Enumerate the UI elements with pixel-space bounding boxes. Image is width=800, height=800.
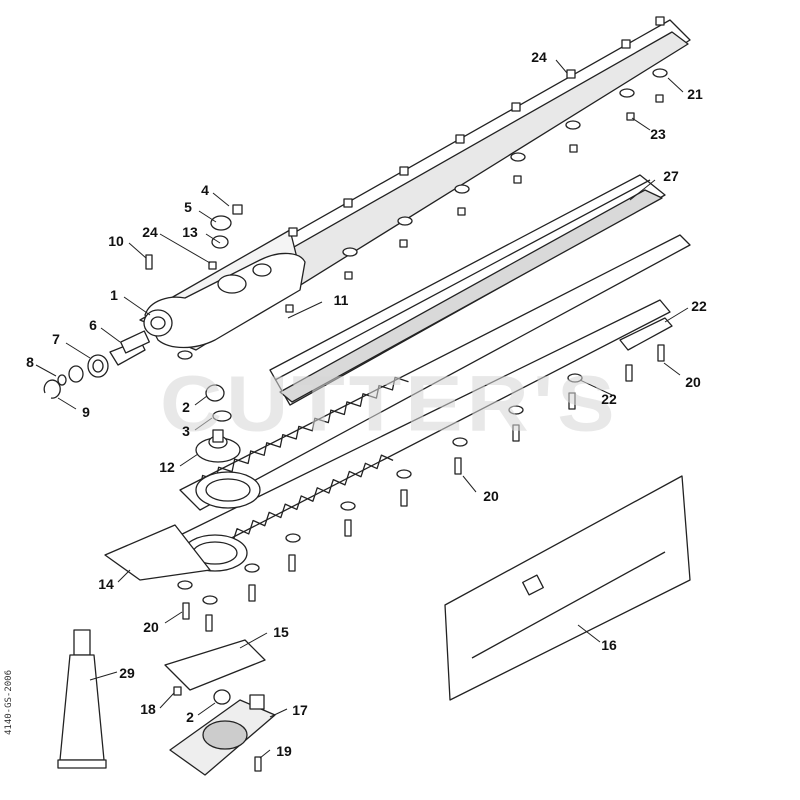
cap	[210, 215, 232, 231]
callout-2-lower: 2	[186, 709, 194, 725]
callout-10: 10	[108, 233, 124, 249]
callout-22-mid: 22	[601, 391, 617, 407]
ball-bearing	[57, 354, 109, 386]
callout-17: 17	[292, 702, 308, 718]
callout-5: 5	[184, 199, 192, 215]
callout-12: 12	[159, 459, 175, 475]
callout-15: 15	[273, 624, 289, 640]
cutter-blade-upper	[179, 234, 691, 511]
callout-20-mid: 20	[483, 488, 499, 504]
bearing-top	[211, 235, 229, 249]
callout-20-left: 20	[143, 619, 159, 635]
callout-19: 19	[276, 743, 292, 759]
callout-7: 7	[52, 331, 60, 347]
callout-13: 13	[182, 224, 198, 240]
callout-9: 9	[82, 404, 90, 420]
grease-tube	[57, 629, 107, 769]
side-code: 4140-GS-2006	[4, 669, 14, 735]
callout-23: 23	[650, 126, 666, 142]
gasket	[164, 639, 266, 691]
bearing-upper	[205, 384, 225, 402]
callout-16: 16	[601, 637, 617, 653]
washers	[177, 68, 668, 605]
gear-housing	[143, 252, 306, 349]
callout-14: 14	[98, 576, 114, 592]
crank-gear	[195, 429, 241, 463]
callout-8: 8	[26, 354, 34, 370]
callout-3: 3	[182, 423, 190, 439]
callout-4: 4	[201, 182, 209, 198]
callout-11: 11	[333, 292, 349, 308]
callout-27: 27	[663, 168, 679, 184]
bearing-lower	[213, 689, 231, 705]
callout-29: 29	[119, 665, 135, 681]
guard-rail	[269, 174, 666, 406]
clamp-plate	[619, 317, 673, 351]
callout-1: 1	[110, 287, 118, 303]
callout-2-upper: 2	[182, 399, 190, 415]
callout-20-right: 20	[685, 374, 701, 390]
callout-6: 6	[89, 317, 97, 333]
circlip	[43, 379, 61, 399]
callout-24-left: 24	[142, 224, 158, 240]
bolts	[145, 254, 665, 772]
nuts	[173, 16, 665, 696]
input-shaft	[109, 330, 150, 366]
callout-24-top: 24	[531, 49, 547, 65]
callout-18: 18	[140, 701, 156, 717]
leader-lines	[35, 59, 689, 759]
blade-sheath	[444, 475, 691, 701]
watermark-text: CUTTER'S	[160, 359, 619, 449]
callout-22-right: 22	[691, 298, 707, 314]
callout-21: 21	[687, 86, 703, 102]
circlip-upper	[212, 410, 232, 422]
